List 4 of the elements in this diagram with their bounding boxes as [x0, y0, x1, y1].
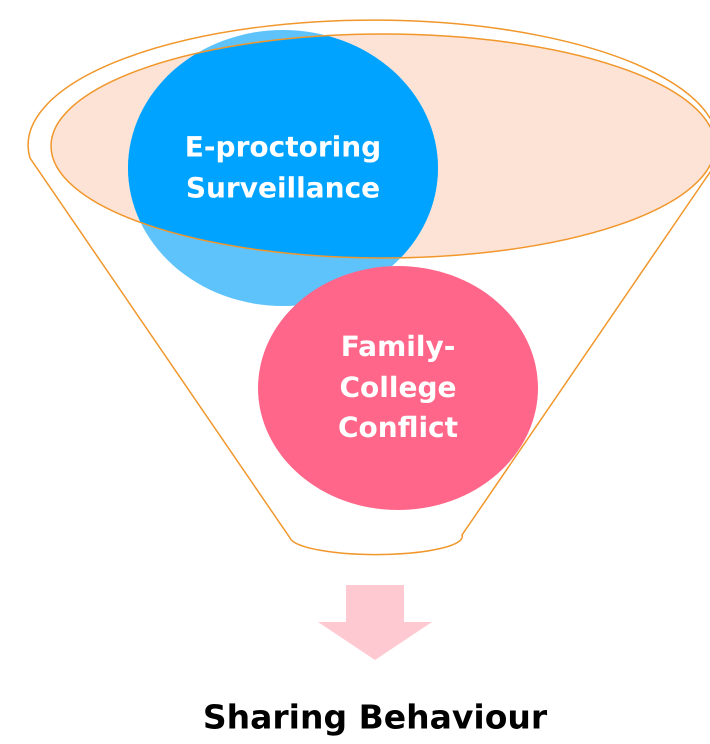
circle-label: Family-College Conflict	[336, 329, 460, 446]
circle-label: E-proctoring Surveillance	[184, 129, 382, 206]
outcome-label: Sharing Behaviour	[202, 698, 548, 736]
block-arrow	[318, 585, 432, 660]
